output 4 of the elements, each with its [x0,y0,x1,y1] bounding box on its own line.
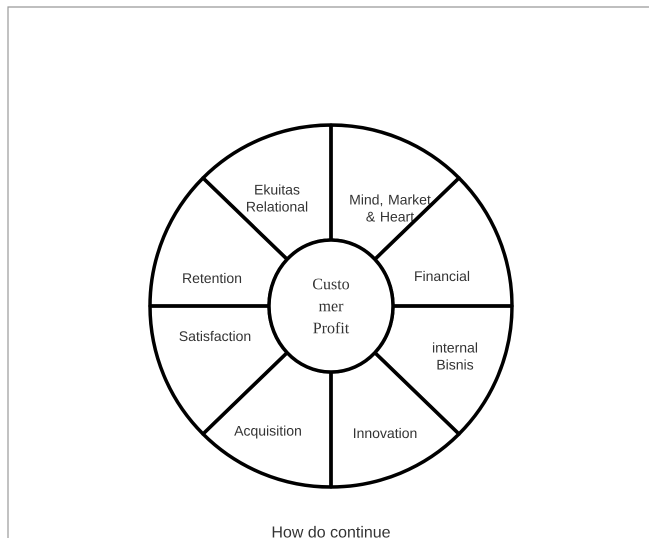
wheel-segment: Ekuitas Relational [201,123,333,262]
wheel-segment: Acquisition [201,350,333,489]
wheel-segment: Mind, Market & Heart [329,123,461,262]
caption: How do continue [272,526,390,538]
